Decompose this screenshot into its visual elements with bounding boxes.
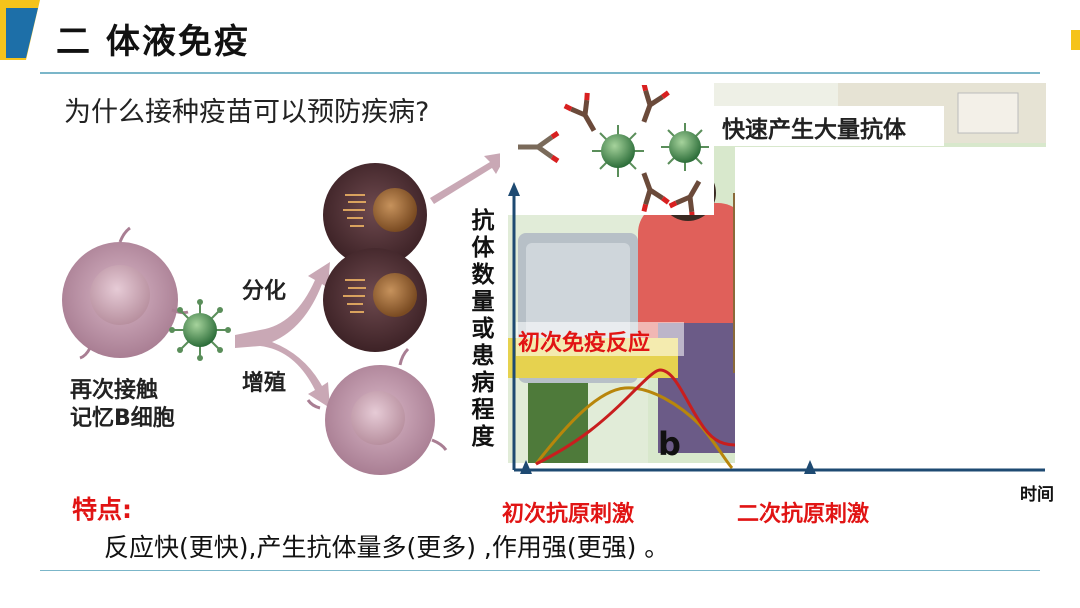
photo-white-cover <box>735 147 1046 467</box>
question-text: 为什么接种疫苗可以预防疾病? <box>64 97 430 128</box>
branch-arrow <box>235 262 330 408</box>
cell-illustration <box>62 152 508 475</box>
antibody-icon <box>641 85 670 123</box>
title-divider <box>40 72 1040 74</box>
first-stimulus-label: 初次抗原刺激 <box>502 502 635 527</box>
memory-cell-label-line2: 记忆B细胞 <box>70 406 175 431</box>
features-text: 反应快(更快),产生抗体量多(更多) ,作用强(更强) 。 <box>104 533 670 562</box>
memory-b-cell-new <box>306 347 448 475</box>
callout-background <box>714 106 944 146</box>
antigen-virus-icon <box>661 123 709 171</box>
antigen-virus-icon <box>592 125 644 177</box>
arrow-to-antibodies <box>430 152 508 204</box>
response-graph <box>508 182 1045 474</box>
y-axis <box>508 182 520 470</box>
plasma-cell-middle <box>323 248 427 352</box>
primary-response-background <box>516 322 684 356</box>
x-axis-label: 时间 <box>1020 485 1054 505</box>
antibody-cluster <box>518 85 709 215</box>
bottom-divider <box>40 570 1040 571</box>
second-stimulus-label: 二次抗原刺激 <box>737 502 870 527</box>
plasma-cell-top <box>323 163 427 267</box>
differentiate-label: 分化 <box>242 279 287 304</box>
antibody-icon <box>641 172 670 212</box>
curve-red <box>535 368 736 466</box>
memory-cell-label-line1: 再次接触 <box>70 378 159 403</box>
memory-b-cell <box>62 226 189 360</box>
proliferate-label: 增殖 <box>242 371 287 396</box>
antibody-icon <box>668 180 702 215</box>
features-heading: 特点: <box>72 495 132 524</box>
antibody-icon <box>518 130 560 164</box>
curve-b-label: b <box>658 425 681 463</box>
title-bar-decoration <box>0 0 1080 60</box>
primary-response-label: 初次免疫反应 <box>518 331 651 356</box>
stimulus-marker-first <box>520 460 532 474</box>
y-axis-label: 抗体数量或患病程度 <box>471 208 495 450</box>
antibody-icon <box>563 92 597 132</box>
antigen-virus-icon <box>169 299 231 361</box>
callout-text: 快速产生大量抗体 <box>722 117 906 143</box>
page-title: 二 体液免疫 <box>56 22 250 62</box>
curve-brown <box>534 386 734 469</box>
stimulus-marker-second <box>804 460 816 474</box>
